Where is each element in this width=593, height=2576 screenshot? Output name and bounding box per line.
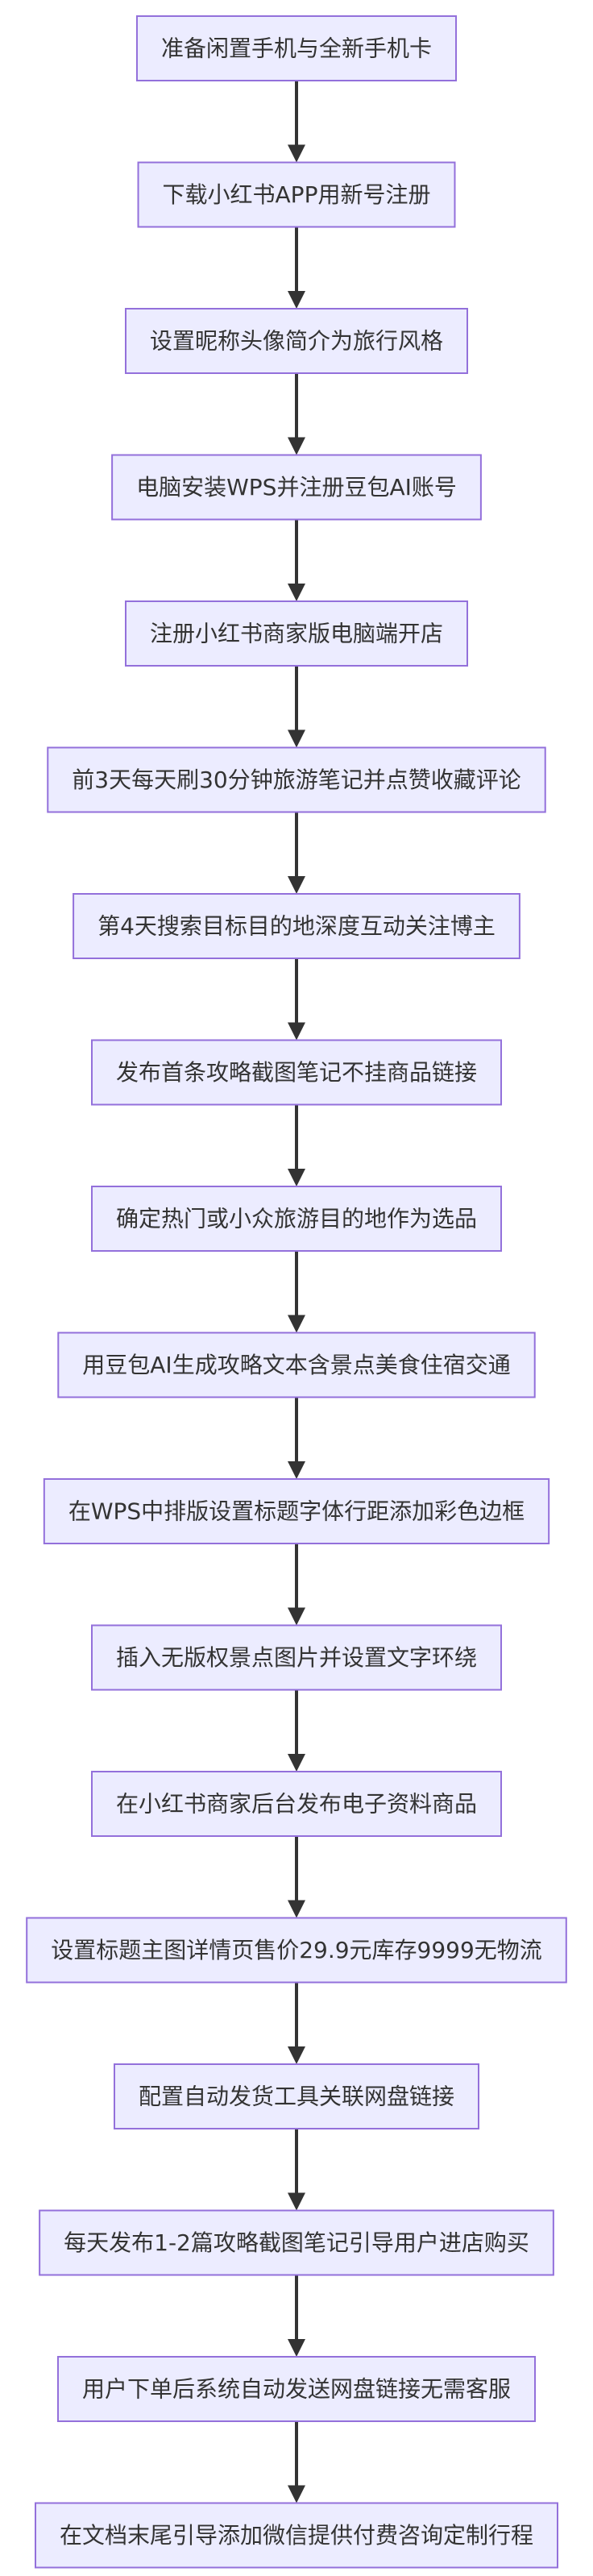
flow-step-9: 确定热门或小众旅游目的地作为选品 <box>90 1186 503 1252</box>
flow-step-2: 下载小红书APP用新号注册 <box>137 161 456 228</box>
arrowhead-down-icon <box>288 2192 305 2211</box>
flow-connector-10 <box>288 1397 305 1479</box>
flow-step-8: 发布首条攻略截图笔记不挂商品链接 <box>90 1039 503 1106</box>
flow-connector-2 <box>288 226 305 309</box>
flow-step-label: 在WPS中排版设置标题字体行距添加彩色边框 <box>68 1498 525 1525</box>
arrowhead-down-icon <box>288 2339 305 2357</box>
flow-connector-17 <box>288 2421 305 2503</box>
flow-step-label: 注册小红书商家版电脑端开店 <box>150 621 443 647</box>
flow-step-box <box>34 2502 559 2569</box>
arrowhead-down-icon <box>288 2485 305 2503</box>
flow-connector-9 <box>288 1251 305 1333</box>
arrowhead-down-icon <box>288 437 305 455</box>
flow-step-label: 在小红书商家后台发布电子资料商品 <box>116 1791 477 1818</box>
flow-step-box <box>124 308 469 374</box>
arrowhead-down-icon <box>288 1754 305 1772</box>
arrowhead-down-icon <box>288 2046 305 2064</box>
flow-step-box <box>90 1771 503 1837</box>
flow-step-label: 每天发布1-2篇攻略截图笔记引导用户进店购买 <box>64 2229 529 2256</box>
arrowhead-down-icon <box>288 1169 305 1186</box>
flow-step-18: 在文档末尾引导添加微信提供付费咨询定制行程 <box>34 2502 559 2569</box>
flow-step-label: 在文档末尾引导添加微信提供付费咨询定制行程 <box>60 2522 533 2549</box>
flow-step-label: 用户下单后系统自动发送网盘链接无需客服 <box>82 2376 511 2403</box>
flow-step-box <box>73 893 520 959</box>
flow-step-15: 配置自动发货工具关联网盘链接 <box>113 2063 480 2129</box>
flow-step-box <box>113 2063 480 2129</box>
flow-connector-14 <box>288 1982 305 2064</box>
flow-step-label: 发布首条攻略截图笔记不挂商品链接 <box>116 1059 477 1086</box>
arrowhead-down-icon <box>288 1315 305 1333</box>
flow-connector-5 <box>288 666 305 748</box>
arrowhead-down-icon <box>288 1461 305 1479</box>
arrowhead-down-icon <box>288 1022 305 1041</box>
flow-step-box <box>124 600 469 667</box>
flow-step-14: 设置标题主图详情页售价29.9元库存9999无物流 <box>26 1917 567 1984</box>
flow-connector-11 <box>288 1544 305 1626</box>
flow-step-label: 准备闲置手机与全新手机卡 <box>161 35 432 62</box>
arrowhead-down-icon <box>288 291 305 309</box>
flow-connector-6 <box>288 812 305 894</box>
flowchart-nodes: 准备闲置手机与全新手机卡下载小红书APP用新号注册设置昵称头像简介为旅行风格电脑… <box>26 15 567 2569</box>
flow-step-4: 电脑安装WPS并注册豆包AI账号 <box>111 454 482 521</box>
flow-step-17: 用户下单后系统自动发送网盘链接无需客服 <box>56 2356 537 2422</box>
flow-step-label: 配置自动发货工具关联网盘链接 <box>139 2084 454 2110</box>
flow-step-label: 电脑安装WPS并注册豆包AI账号 <box>136 474 457 501</box>
flow-step-box <box>47 746 546 813</box>
flow-step-label: 下载小红书APP用新号注册 <box>163 181 431 208</box>
flow-connector-12 <box>288 1689 305 1772</box>
flow-step-box <box>90 1186 503 1252</box>
flow-connector-16 <box>288 2275 305 2357</box>
arrowhead-down-icon <box>288 144 305 163</box>
flow-step-label: 设置昵称头像简介为旅行风格 <box>150 328 443 355</box>
flowchart-edges <box>288 81 305 2503</box>
arrowhead-down-icon <box>288 1900 305 1918</box>
flow-step-box <box>111 454 482 521</box>
flow-step-box <box>26 1917 567 1984</box>
flow-step-16: 每天发布1-2篇攻略截图笔记引导用户进店购买 <box>39 2209 554 2276</box>
flow-step-box <box>135 15 458 81</box>
flow-step-1: 准备闲置手机与全新手机卡 <box>135 15 458 81</box>
flow-step-12: 插入无版权景点图片并设置文字环绕 <box>90 1624 503 1691</box>
flow-step-6: 前3天每天刷30分钟旅游笔记并点赞收藏评论 <box>47 746 546 813</box>
flow-connector-4 <box>288 519 305 601</box>
flow-step-box <box>137 161 456 228</box>
flow-step-box <box>39 2209 554 2276</box>
flow-connector-3 <box>288 373 305 455</box>
arrowhead-down-icon <box>288 876 305 894</box>
flow-connector-13 <box>288 1836 305 1918</box>
flow-step-box <box>90 1624 503 1691</box>
flow-step-5: 注册小红书商家版电脑端开店 <box>124 600 469 667</box>
flow-step-label: 设置标题主图详情页售价29.9元库存9999无物流 <box>51 1937 542 1963</box>
flow-step-label: 前3天每天刷30分钟旅游笔记并点赞收藏评论 <box>72 767 520 793</box>
flow-connector-15 <box>288 2129 305 2211</box>
flow-step-box <box>56 2356 537 2422</box>
arrowhead-down-icon <box>288 584 305 601</box>
flow-connector-8 <box>288 1104 305 1186</box>
arrowhead-down-icon <box>288 1607 305 1626</box>
arrowhead-down-icon <box>288 729 305 748</box>
flow-connector-7 <box>288 958 305 1041</box>
flow-step-11: 在WPS中排版设置标题字体行距添加彩色边框 <box>43 1478 550 1544</box>
flow-step-box <box>57 1332 536 1398</box>
flow-step-7: 第4天搜索目标目的地深度互动关注博主 <box>73 893 520 959</box>
flow-step-label: 确定热门或小众旅游目的地作为选品 <box>116 1206 477 1232</box>
flow-step-3: 设置昵称头像简介为旅行风格 <box>124 308 469 374</box>
flow-step-13: 在小红书商家后台发布电子资料商品 <box>90 1771 503 1837</box>
flow-step-box <box>43 1478 550 1544</box>
flow-connector-1 <box>288 81 305 163</box>
flow-step-box <box>90 1039 503 1106</box>
flow-step-label: 第4天搜索目标目的地深度互动关注博主 <box>97 913 496 940</box>
flow-step-label: 用豆包AI生成攻略文本含景点美食住宿交通 <box>82 1352 510 1378</box>
flow-step-10: 用豆包AI生成攻略文本含景点美食住宿交通 <box>57 1332 536 1398</box>
flow-step-label: 插入无版权景点图片并设置文字环绕 <box>116 1644 477 1671</box>
